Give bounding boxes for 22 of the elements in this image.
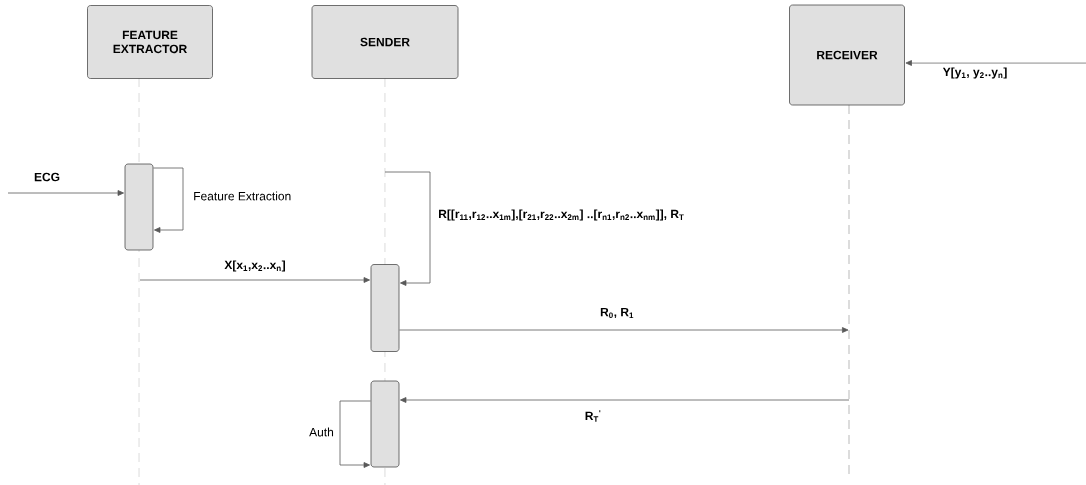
edge-label: R$_{0}$, R$_{1}$: [599, 306, 635, 320]
lifeline-header-box: RECEIVER: [789, 4, 905, 106]
edge-label: X[x$_{1}$,x$_{2}$..x$_{n}$]: [223, 259, 287, 273]
arrow: [139, 277, 370, 283]
edge-label: Y[y$_{1}$, y$_{2}$..y$_{n}$]: [941, 66, 1009, 80]
activation-bar: [370, 380, 400, 468]
activation-bar: [124, 163, 154, 251]
arrow: [384, 171, 431, 286]
edge-label: Auth: [308, 426, 335, 438]
arrow: [905, 60, 1086, 66]
arrow: [399, 327, 849, 333]
edge-label: Feature Extraction: [192, 190, 293, 202]
arrow: [7, 190, 124, 196]
arrow: [400, 397, 850, 403]
edge-label: R[[r$_{11}$,r$_{12}$..x$_{1m}$],[r$_{21}$,r$_{22}$..x$_{2m}$] ..[r$_{n1}$,r$_{n2}$..x$_{nm}$]], R$_{T}$: [437, 208, 686, 222]
arrow: [339, 400, 371, 468]
activation-bar: [370, 264, 400, 352]
edge-label: ECG: [33, 171, 61, 183]
lifeline-header-box: SENDER: [311, 5, 459, 79]
arrow: [153, 167, 184, 233]
lifeline-header-box: FEATURE EXTRACTOR: [87, 5, 213, 79]
edge-label: R$_{T}$': [583, 409, 603, 423]
